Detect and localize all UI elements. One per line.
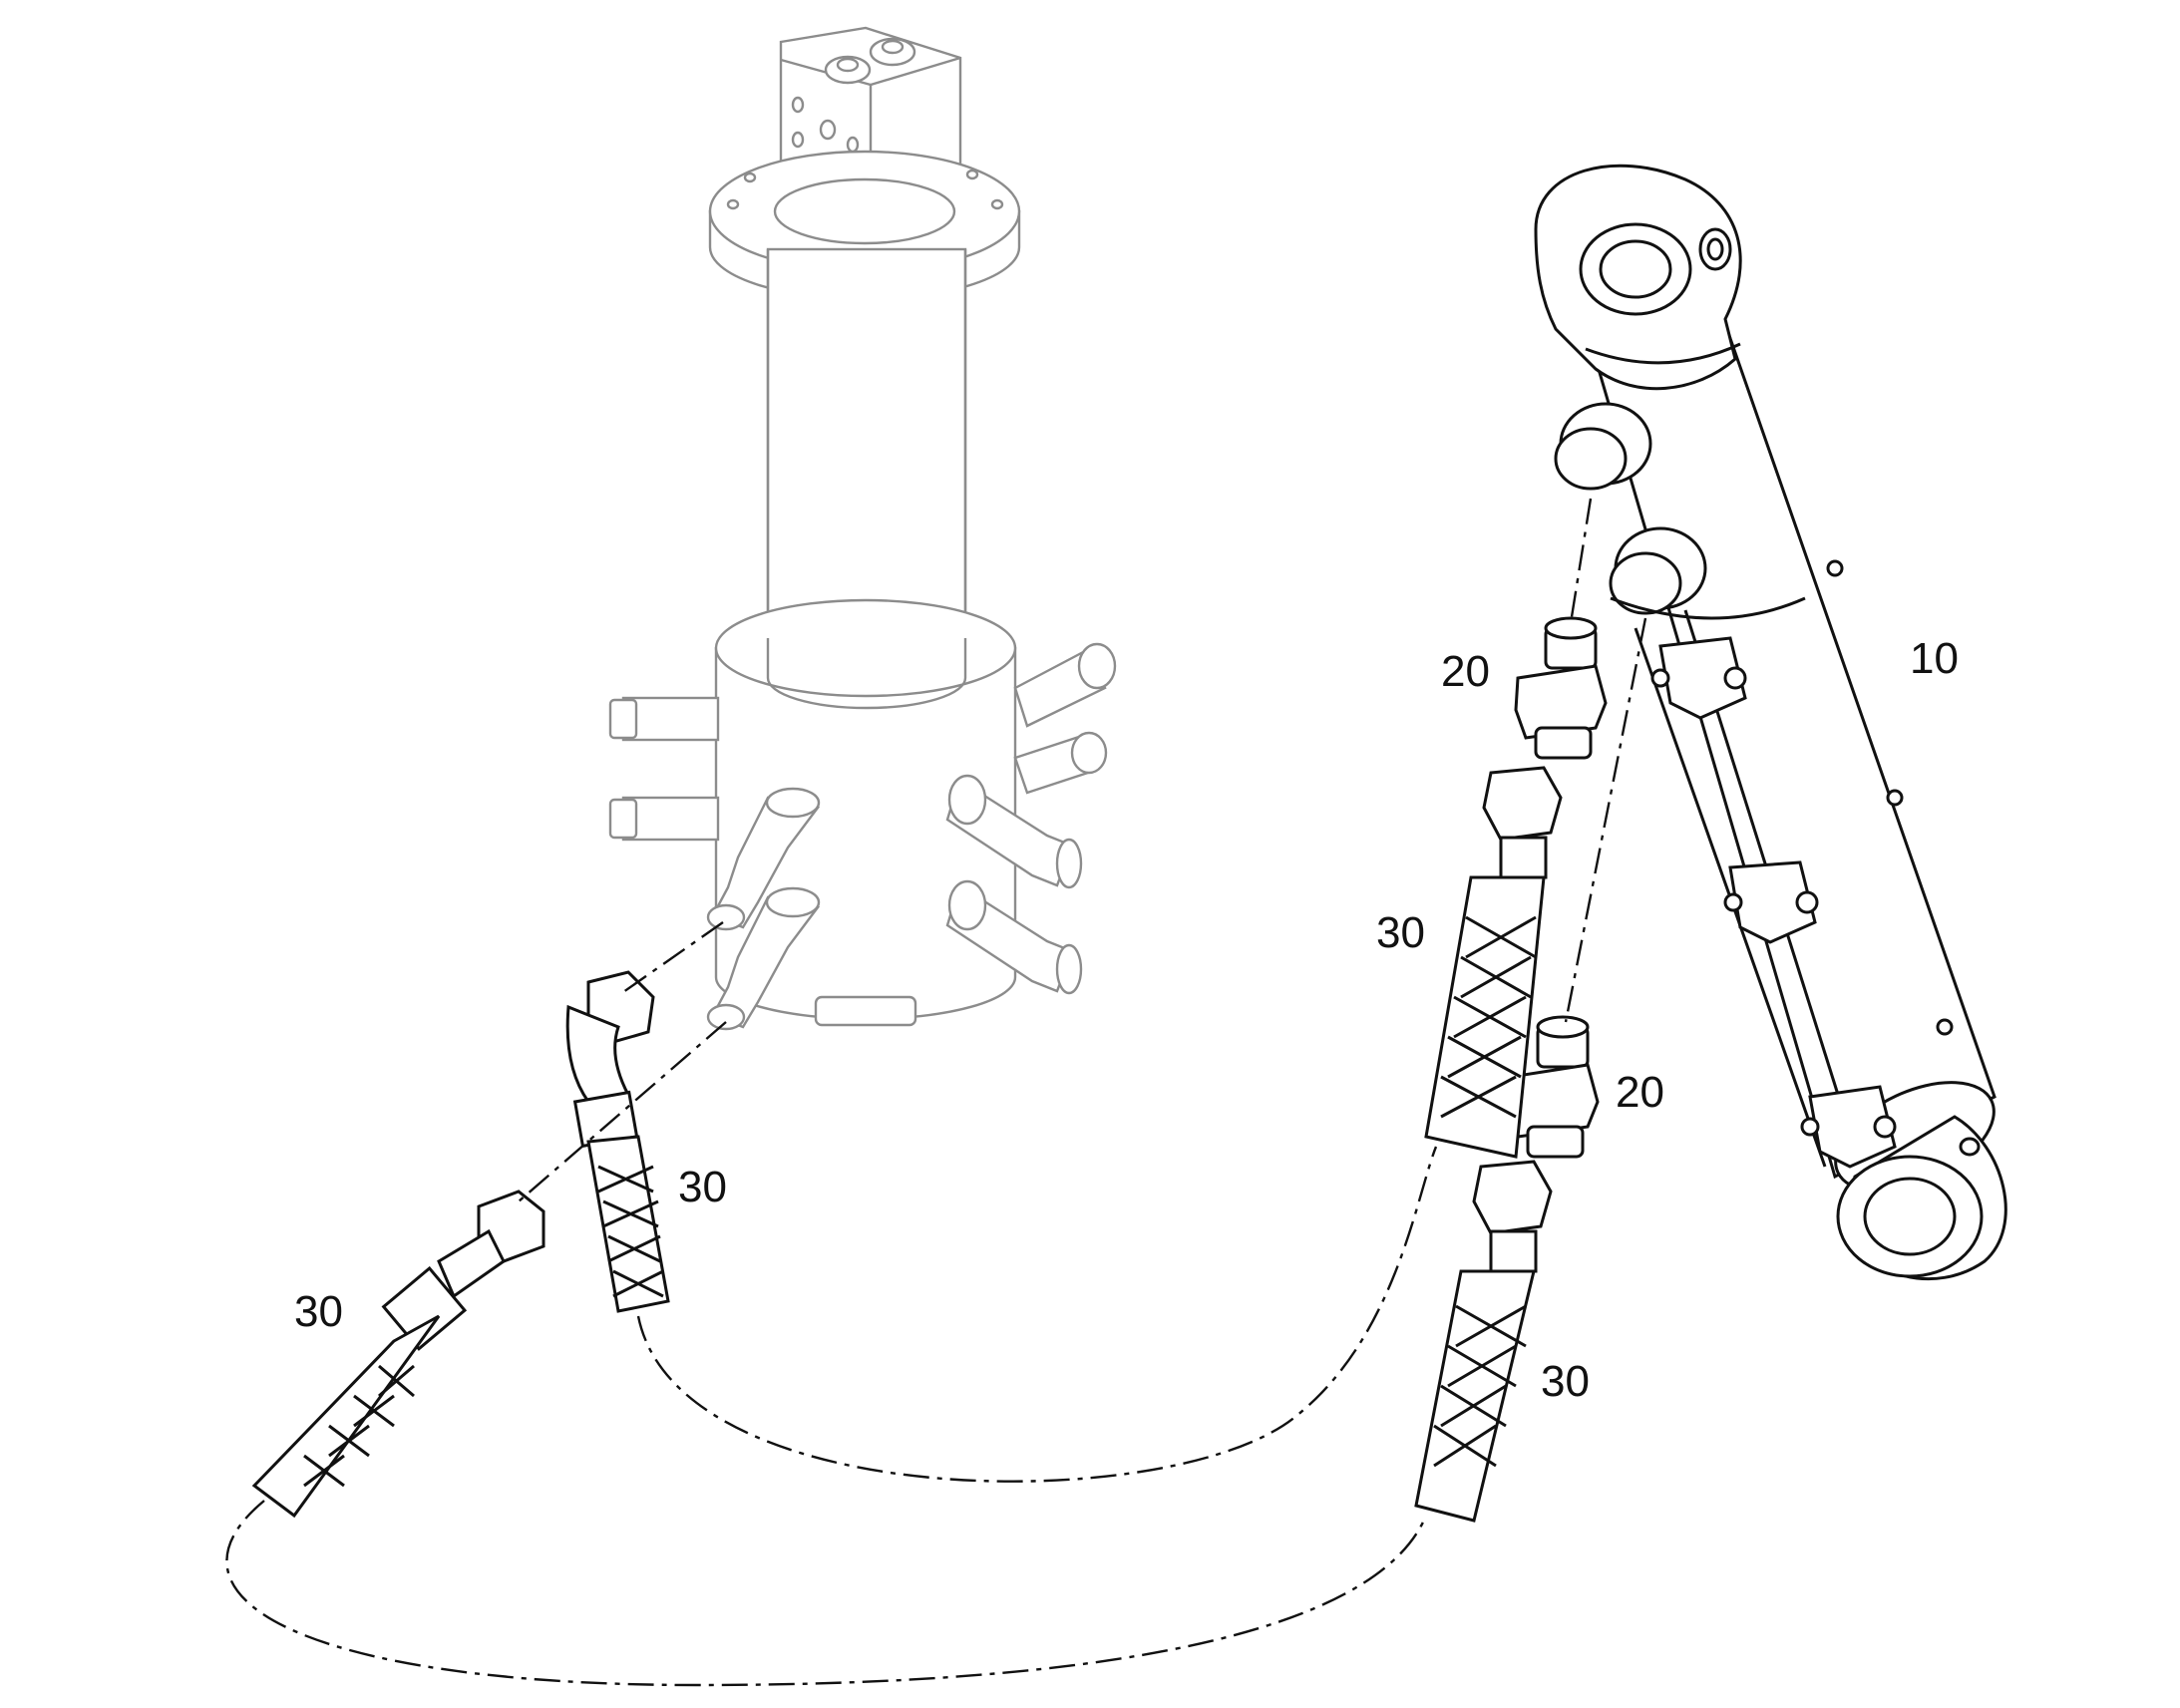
- hose-right-lower: [1414, 1160, 1553, 1523]
- callout-20-lower: 20: [1616, 1068, 1664, 1117]
- port-right-middle: [1013, 731, 1108, 795]
- rotary-joint-ports: [608, 642, 1117, 1031]
- callout-10: 10: [1910, 634, 1959, 683]
- port-right-top: [1013, 642, 1117, 728]
- cylinder-upper-port: [1554, 402, 1652, 491]
- callout-30-center: 30: [678, 1163, 727, 1211]
- adapter-fitting-lower: [1506, 1015, 1600, 1159]
- callout-30-right-upper: 30: [1376, 908, 1425, 957]
- hose-right-upper: [1424, 766, 1563, 1159]
- port-front-left-upper: [706, 787, 821, 931]
- callout-30-right-lower: 30: [1541, 1357, 1590, 1406]
- hose-left-straight: [251, 1190, 545, 1519]
- port-front-right-lower: [945, 879, 1083, 995]
- adapter-fitting-upper: [1514, 616, 1608, 760]
- callout-labels: 10 20 20 30 30 30 30: [294, 634, 1959, 1406]
- hydraulic-cylinder: [1534, 164, 2007, 1281]
- cylinder-head-eye: [1534, 164, 1742, 391]
- cylinder-brackets: [1650, 559, 1954, 1169]
- rotary-joint-assembly: [608, 26, 1117, 1031]
- connection-lines: [225, 498, 1647, 1687]
- cylinder-rod-eye: [1836, 1115, 2007, 1281]
- callout-20-upper: 20: [1441, 647, 1490, 696]
- callout-30-left: 30: [294, 1287, 343, 1336]
- port-front-right-upper: [945, 774, 1083, 889]
- port-left-upper: [608, 696, 720, 742]
- hose-center-bent: [565, 970, 670, 1313]
- cylinder-lower-port: [1609, 526, 1806, 620]
- port-left-lower: [608, 796, 720, 842]
- port-front-left-lower: [706, 886, 821, 1031]
